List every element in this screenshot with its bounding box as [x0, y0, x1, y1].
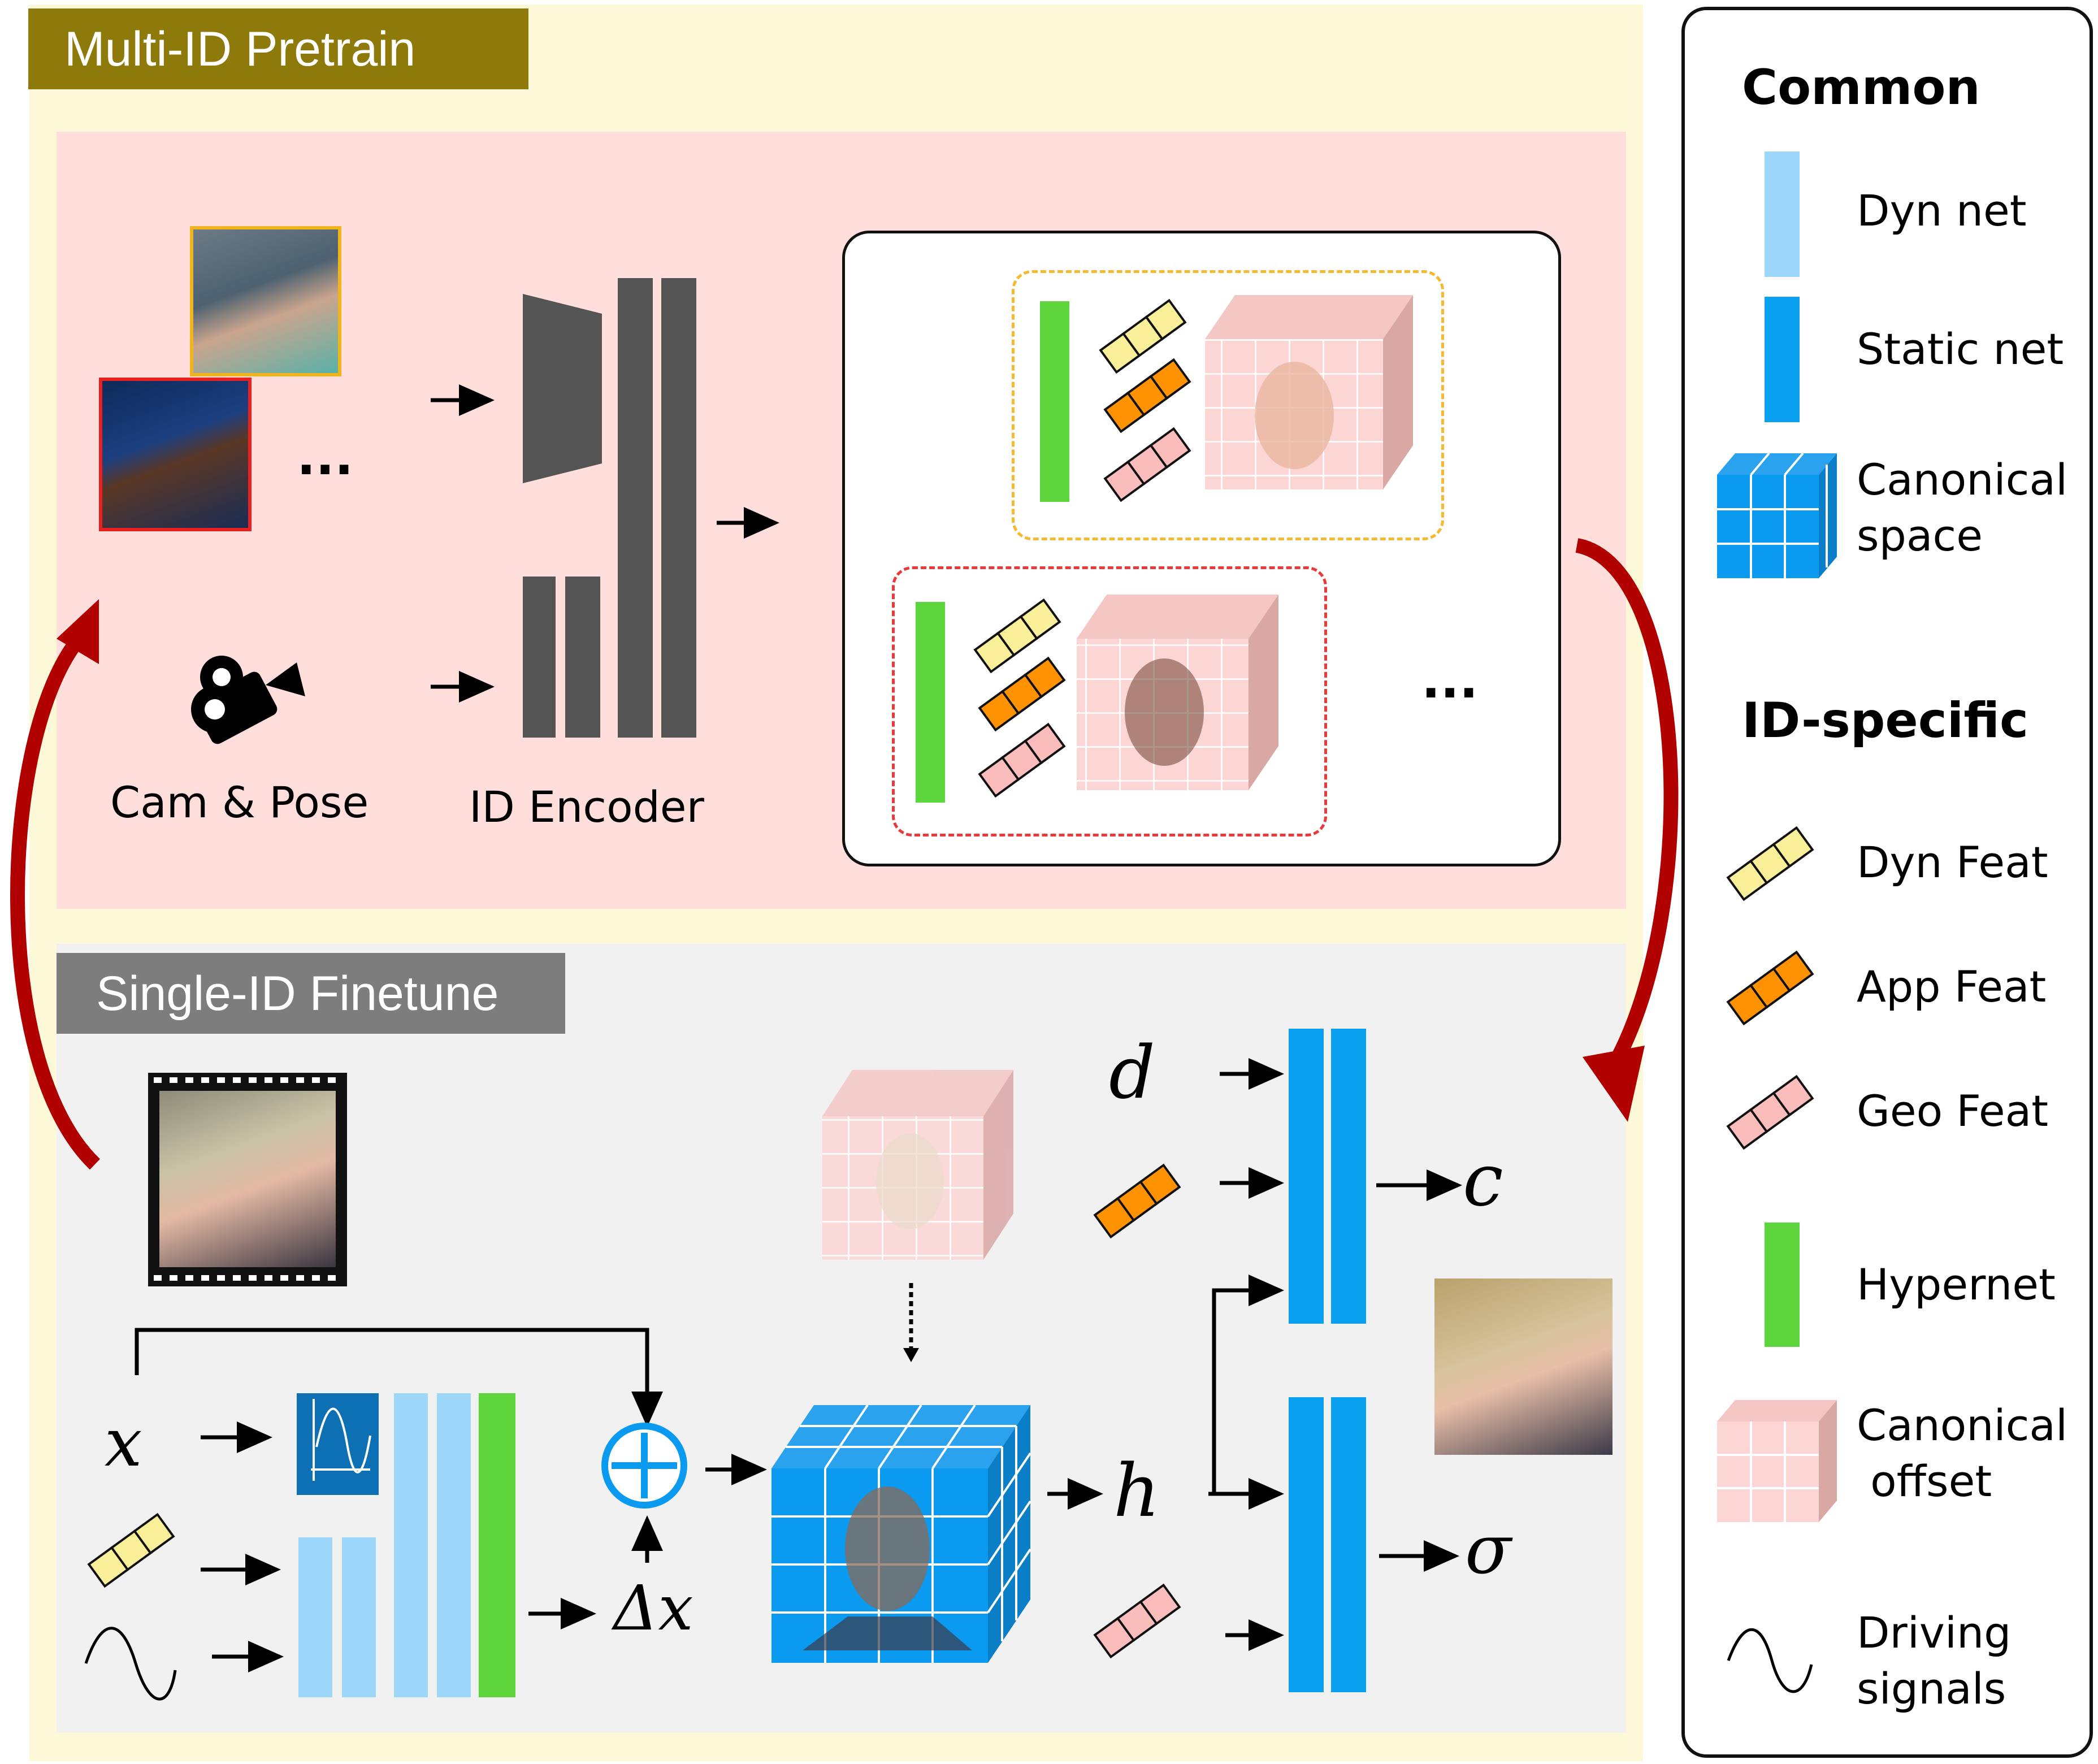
canonical-space-cube: [771, 1404, 1031, 1663]
hypernet-bar-id1: [1040, 301, 1069, 502]
legend-idspecific-header: ID-specific: [1742, 692, 2028, 749]
legend-orange-feature: [1726, 950, 1814, 1026]
pretrain-title-tag: Multi-ID Pretrain: [28, 8, 528, 89]
ellipsis-left: ...: [297, 428, 354, 486]
id-group-yellow: [1012, 270, 1444, 540]
sine-wave-icon: [84, 1627, 177, 1701]
legend-label-static-net: Static net: [1857, 324, 2064, 374]
add-operator-icon: [601, 1423, 687, 1509]
h-label: h: [1113, 1449, 1160, 1533]
camera-icon: [191, 656, 305, 744]
legend-common-header: Common: [1742, 59, 1980, 116]
finetune-title: Single-ID Finetune: [96, 966, 499, 1021]
legend-light-blue-bar: [1765, 151, 1800, 277]
positional-encoding-icon: [297, 1393, 379, 1495]
legend-label-canonical-space: Canonical space: [1857, 454, 2068, 561]
finetune-offset-cube: [822, 1070, 1013, 1260]
legend-label-dyn-net: Dyn net: [1857, 185, 2027, 236]
legend-sine-wave-icon: [1727, 1628, 1813, 1693]
feature-stack-id1: [1099, 298, 1191, 502]
identity-photo-2: [99, 378, 252, 531]
legend-blue-bar: [1765, 297, 1800, 422]
finetune-app-feat: [1093, 1163, 1181, 1239]
ellipsis-right: ...: [1421, 651, 1479, 709]
legend-label-geo-feat: Geo Feat: [1857, 1086, 2048, 1136]
sigma-output-label: σ: [1465, 1511, 1511, 1589]
legend-yellow-feature: [1726, 826, 1814, 901]
static-network-density: [1289, 1397, 1366, 1692]
red-curved-arrow-right: [1575, 538, 1679, 1122]
legend-label-dyn-feat: Dyn Feat: [1857, 837, 2048, 887]
id-group-red: [892, 566, 1327, 837]
d-label: d: [1109, 1031, 1155, 1115]
id-encoder: [523, 278, 696, 738]
legend-green-bar: [1765, 1223, 1800, 1347]
video-frame-photo: [159, 1091, 336, 1267]
finetune-title-tag: Single-ID Finetune: [57, 953, 565, 1034]
dotted-arrow-head: [903, 1348, 919, 1362]
canonical-offset-cube-id1: [1205, 295, 1413, 489]
finetune-arrows: [135, 1058, 1462, 1672]
legend-label-hypernet: Hypernet: [1857, 1259, 2056, 1310]
hypernet-bar-id2: [916, 602, 945, 803]
legend-label-app-feat: App Feat: [1857, 961, 2047, 1012]
film-strip-holes: [154, 1077, 336, 1281]
finetune-dyn-feat: [87, 1512, 175, 1588]
static-network-color: [1289, 1029, 1366, 1324]
pretrain-title: Multi-ID Pretrain: [64, 21, 416, 76]
feature-stack-id2: [973, 598, 1066, 798]
identity-photo-1: [190, 226, 341, 376]
id-encoder-label: ID Encoder: [469, 782, 704, 832]
dynamic-network: [298, 1393, 515, 1697]
legend-label-driving-signals: Driving signals: [1857, 1607, 2012, 1714]
canonical-offset-cube-id2: [1077, 595, 1278, 790]
finetune-geo-feat: [1093, 1583, 1181, 1659]
legend-label-canonical-offset: Canonical offset: [1857, 1400, 2068, 1506]
cam-pose-label: Cam & Pose: [110, 777, 369, 827]
input-x-label: x: [105, 1403, 142, 1481]
c-output-label: c: [1463, 1138, 1503, 1223]
delta-x-label: Δx: [613, 1572, 693, 1644]
legend-pink-cube: [1717, 1400, 1837, 1522]
output-photo: [1434, 1278, 1612, 1455]
pretrain-arrows: [431, 384, 779, 703]
legend-pink-feature: [1726, 1074, 1814, 1150]
red-curved-arrow-left: [10, 599, 101, 1170]
legend-blue-cube: [1717, 452, 1837, 578]
